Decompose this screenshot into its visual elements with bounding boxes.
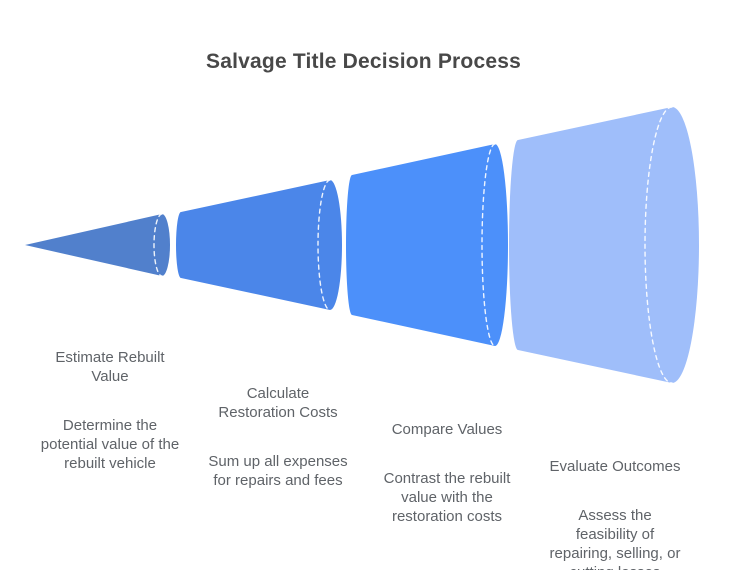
stage-2-cap-rim-dash-icon: [317, 179, 331, 311]
stage-3-cap-rim-dash-icon: [481, 143, 496, 347]
stage-3-description: Contrast the rebuilt value with the rest…: [383, 470, 511, 525]
funnel-stage-3-shape: [346, 144, 508, 346]
stage-2-description: Sum up all expenses for repairs and fees: [208, 453, 348, 489]
stage-3-label: Compare Values Contrast the rebuilt valu…: [365, 401, 529, 545]
diagram-title: Salvage Title Decision Process: [206, 50, 521, 73]
stage-1-cap-rim-dash-icon: [153, 213, 163, 277]
funnel-stage-1-shape: [25, 214, 170, 276]
stage-4-description: Assess the feasibility of repairing, sel…: [549, 507, 681, 570]
funnel-stage-3: [346, 143, 508, 347]
stage-3-name: Compare Values: [391, 421, 503, 438]
stage-2-name: Calculate Restoration Costs: [218, 385, 338, 421]
funnel-stage-2-shape: [176, 180, 342, 310]
stage-4-cap-rim-dash-icon: [644, 106, 673, 384]
funnel-stage-1: [25, 213, 170, 277]
stage-1-description: Determine the potential value of the reb…: [40, 417, 180, 472]
funnel-stage-4: [509, 106, 699, 384]
funnel-stage-4-shape: [509, 107, 699, 383]
stage-4-name: Evaluate Outcomes: [549, 458, 681, 475]
stage-1-label: Estimate Rebuilt Value Determine the pot…: [28, 329, 192, 492]
stage-4-label: Evaluate Outcomes Assess the feasibility…: [531, 438, 699, 570]
stage-1-name: Estimate Rebuilt Value: [55, 349, 165, 385]
stage-2-label: Calculate Restoration Costs Sum up all e…: [196, 365, 360, 509]
funnel-stage-2: [176, 179, 342, 311]
